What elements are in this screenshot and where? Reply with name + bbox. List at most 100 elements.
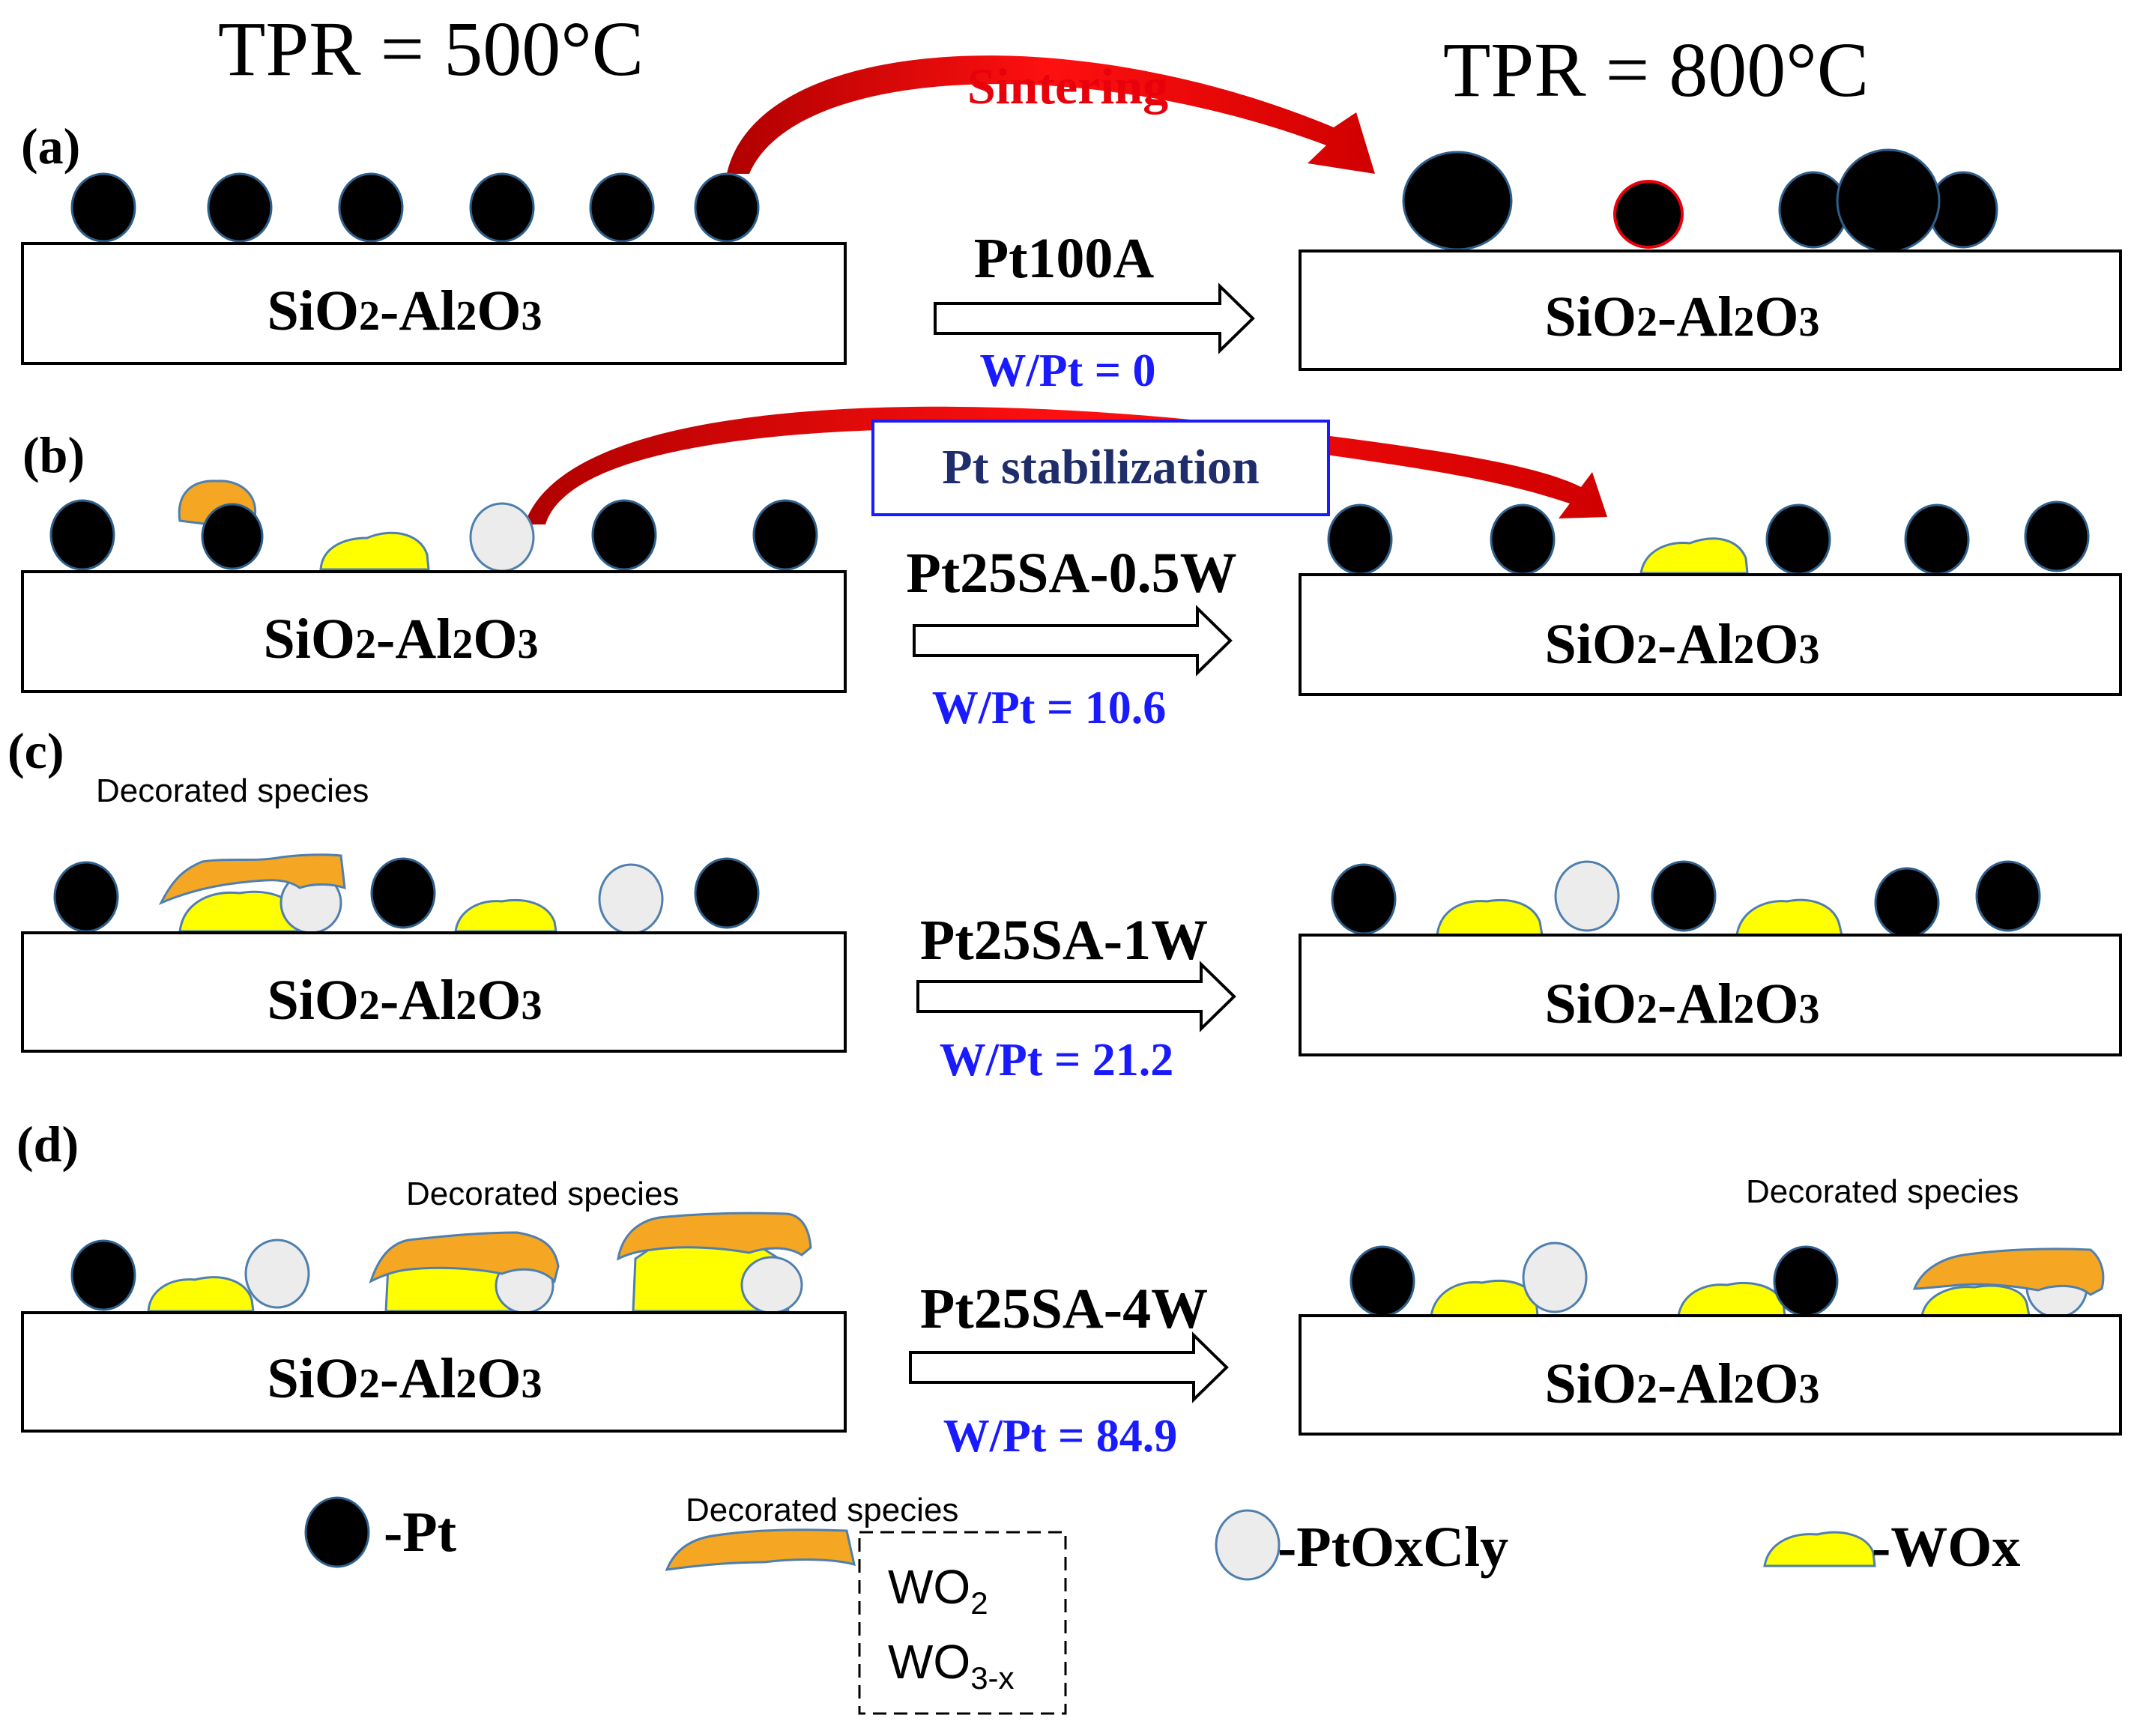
pt-particle-large: [1836, 148, 1941, 253]
wox-species: [1436, 898, 1544, 937]
pt-particle: [207, 172, 273, 243]
legend-wo2-subscript: 2: [970, 1585, 988, 1621]
support-d-right: [1299, 1314, 2122, 1436]
legend-decorated-swatch: [665, 1528, 856, 1571]
panel-a-label: (a): [21, 118, 80, 175]
header-tpr-500: TPR = 500°C: [218, 6, 644, 92]
pt-particle: [70, 1239, 136, 1311]
wox-species: [1920, 1284, 2031, 1317]
legend-wo2-label: WO2: [888, 1560, 988, 1621]
pt-particle: [1490, 503, 1556, 575]
panel-c-right-particles: [1331, 860, 2041, 939]
flow-arrow-b: [913, 605, 1233, 677]
sample-b-label: Pt25SA-0.5W: [906, 542, 1236, 605]
ratio-a-label: W/Pt = 0: [979, 345, 1155, 396]
decorated-species: [617, 1212, 812, 1261]
flow-arrow-d: [909, 1331, 1229, 1403]
ptoxcly-particle: [740, 1256, 803, 1314]
pt-particle: [1928, 171, 1998, 249]
legend-wo3x-label: WO3-x: [888, 1635, 1015, 1696]
legend-wo3x-subscript: 3-x: [970, 1660, 1014, 1696]
ptoxcly-particle: [1554, 860, 1620, 932]
ptoxcly-particle: [469, 502, 535, 572]
support-d-left: [21, 1311, 847, 1433]
ratio-c-label: W/Pt = 21.2: [940, 1035, 1174, 1086]
pt-particle: [1331, 863, 1397, 935]
pt-particle: [1327, 503, 1393, 575]
pt-particle: [370, 857, 436, 929]
legend-pt-label: -Pt: [384, 1501, 456, 1564]
wox-species: [1639, 537, 1749, 575]
sintering-label: Sintering: [967, 58, 1168, 115]
header-tpr-800: TPR = 800°C: [1443, 27, 1869, 113]
pt-particle: [1773, 1245, 1839, 1317]
wox-species: [1430, 1279, 1539, 1317]
legend-wox-swatch: [1763, 1531, 1876, 1567]
support-b-left: [21, 570, 847, 693]
panel-b-right-particles: [1327, 500, 2090, 575]
support-b-right: [1299, 573, 2122, 696]
pt-particle: [49, 499, 115, 571]
pt-particle: [2024, 500, 2090, 572]
support-a-left: [21, 242, 847, 365]
pt-particle: [591, 499, 657, 571]
panel-b-label: (b): [22, 426, 85, 483]
support-a-right: [1299, 249, 2122, 371]
pt-particle: [1778, 171, 1849, 249]
decorated-label-c: Decorated species: [96, 772, 369, 809]
pt-particle: [201, 503, 264, 570]
ratio-d-label: W/Pt = 84.9: [943, 1411, 1178, 1462]
support-c-left-label: SiO2-Al2O3: [267, 969, 542, 1032]
support-c-right: [1299, 934, 2122, 1056]
pt-particle: [694, 857, 760, 929]
decorated-label-d-left: Decorated species: [406, 1176, 679, 1212]
panel-a-left-particles: [70, 172, 760, 243]
wox-species: [319, 531, 430, 571]
wox-species: [147, 1276, 255, 1313]
support-c-left: [21, 931, 847, 1053]
support-c-right-label: SiO2-Al2O3: [1545, 973, 1820, 1035]
support-d-right-label: SiO2-Al2O3: [1545, 1352, 1820, 1415]
pt-particle: [1651, 860, 1717, 932]
panel-a-right-particles: [1402, 148, 1998, 253]
legend-decorated-box: [858, 1531, 1067, 1715]
sample-a-label: Pt100A: [974, 227, 1155, 290]
ptoxcly-particle: [598, 863, 664, 935]
pt-particle-highlighted: [1613, 180, 1684, 249]
pt-particle: [1904, 503, 1970, 575]
panel-d-right-particles: [1349, 1241, 2105, 1319]
legend: -Pt Decorated species WO2 WO3-x -PtOxCly…: [304, 1492, 2020, 1715]
panel-b-left-particles: [49, 480, 818, 572]
pt-particle: [1975, 860, 2041, 932]
wox-species: [1677, 1282, 1786, 1317]
pt-particle: [589, 172, 655, 243]
panel-d-left-particles: [70, 1212, 812, 1314]
support-b-right-label: SiO2-Al2O3: [1545, 613, 1820, 676]
pt-particle: [694, 172, 760, 243]
legend-wox-label: -WOx: [1872, 1516, 2020, 1579]
sample-d-label: Pt25SA-4W: [920, 1277, 1208, 1340]
pt-particle: [1874, 867, 1940, 939]
wox-species: [454, 898, 557, 933]
wox-species: [1735, 898, 1843, 937]
panel-c-left-particles: [53, 853, 760, 935]
pt-particle: [469, 172, 535, 243]
ptoxcly-particle: [244, 1239, 310, 1309]
pt-particle: [1765, 503, 1831, 575]
legend-ptoxcly-label: -PtOxCly: [1278, 1516, 1508, 1579]
legend-pt-swatch: [304, 1496, 370, 1568]
ratio-b-label: W/Pt = 10.6: [932, 683, 1167, 734]
pt-particle-large: [1402, 151, 1513, 251]
decorated-species: [369, 1231, 560, 1283]
sample-c-label: Pt25SA-1W: [920, 909, 1208, 972]
legend-decorated-title: Decorated species: [686, 1492, 958, 1528]
decorated-label-d-right: Decorated species: [1746, 1173, 2019, 1210]
flow-arrow-c: [916, 961, 1236, 1032]
sintering-arrow: [727, 55, 1375, 174]
pt-particle: [70, 172, 136, 243]
pt-particle: [338, 172, 404, 243]
ptoxcly-particle: [1522, 1241, 1588, 1313]
flow-arrow-a: [934, 282, 1255, 354]
legend-ptoxcly-swatch: [1215, 1509, 1281, 1581]
pt-particle: [752, 499, 818, 571]
